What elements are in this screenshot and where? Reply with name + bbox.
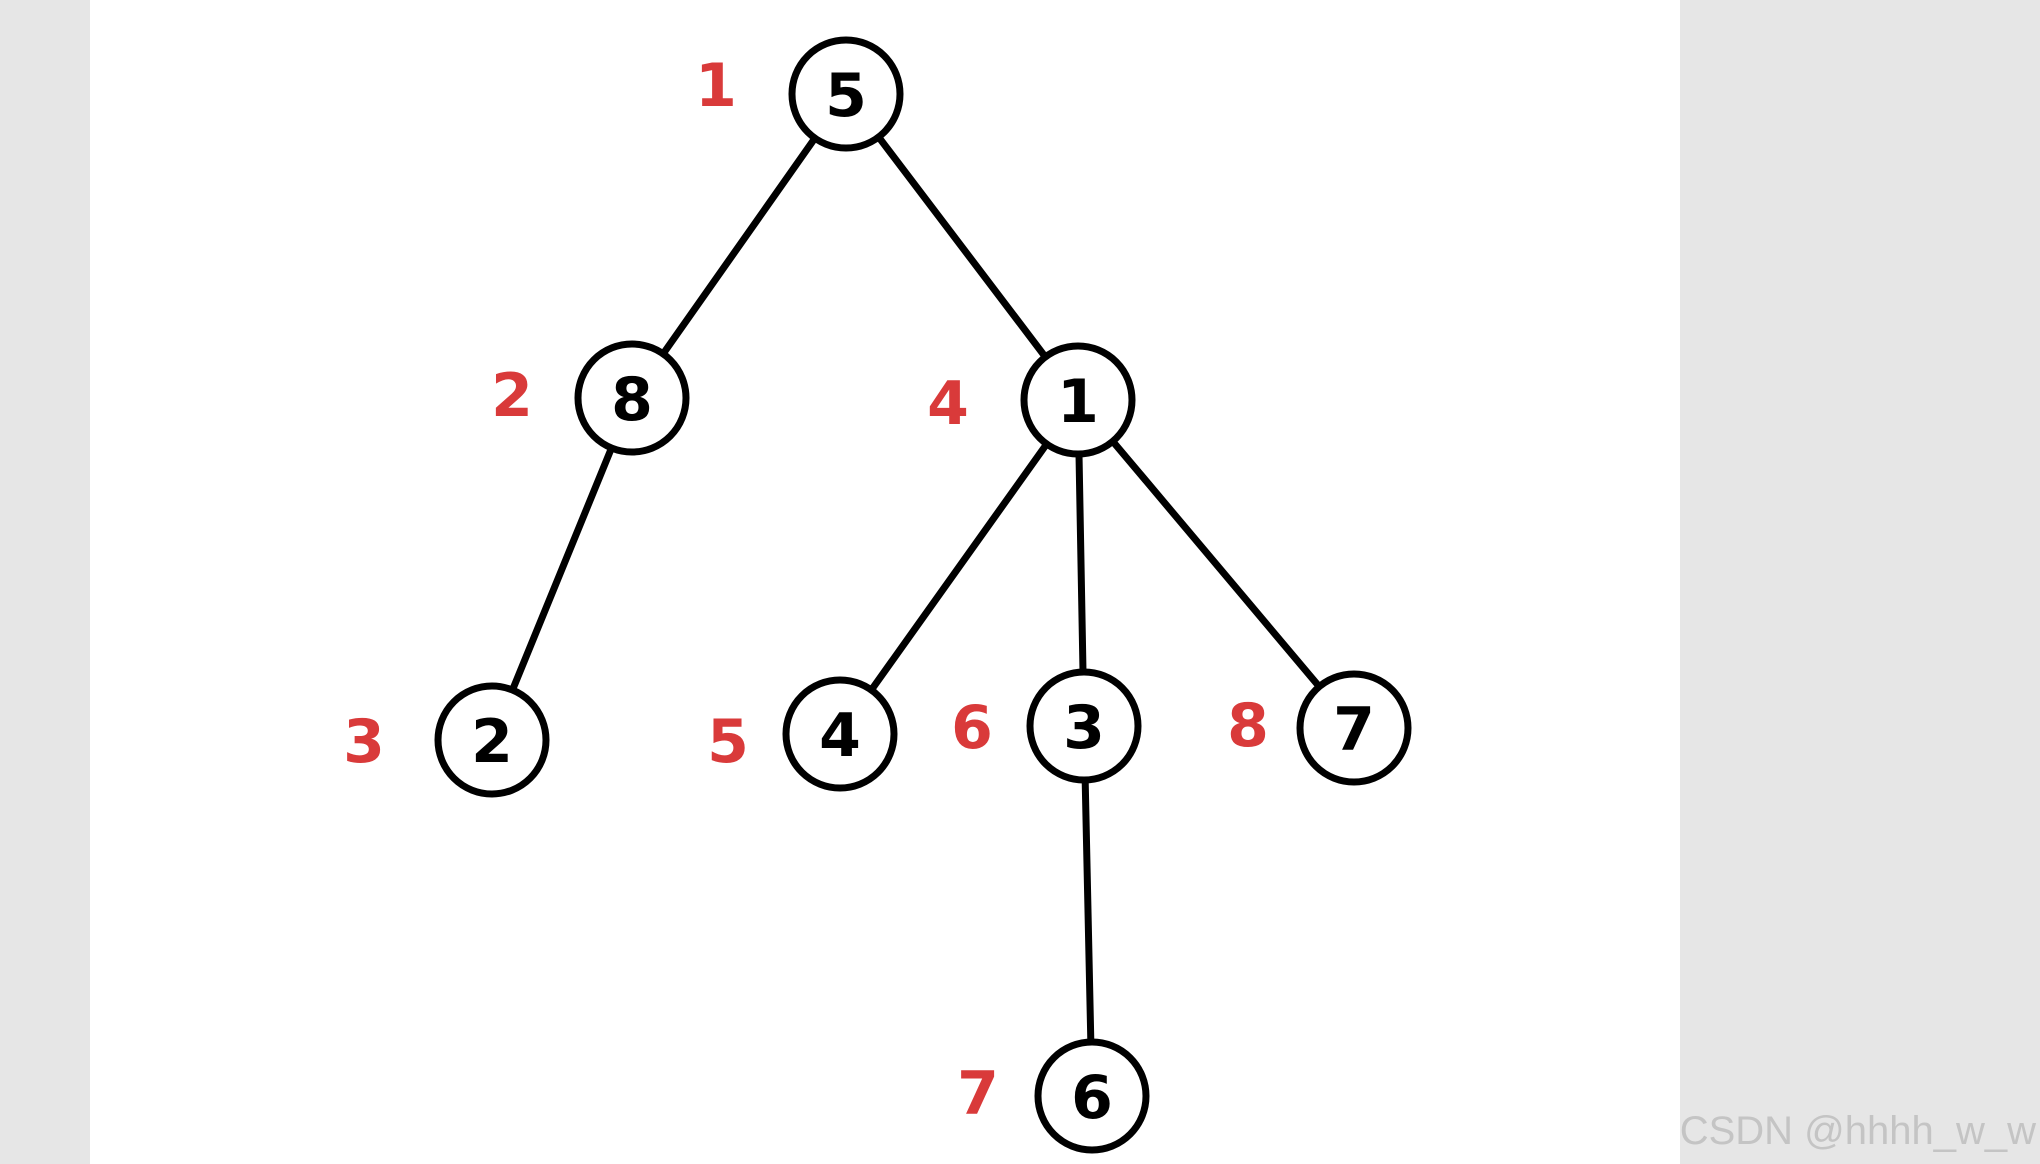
- node-value: 7: [1333, 695, 1375, 765]
- order-label-3: 3: [343, 707, 385, 777]
- tree-node-3: 3: [1026, 668, 1142, 784]
- node-value: 4: [819, 701, 861, 771]
- edge-n1-n4: [867, 440, 1051, 694]
- node-circle: [1020, 342, 1136, 458]
- order-label-4: 4: [927, 369, 969, 439]
- node-circle: [782, 676, 898, 792]
- edge-n8-n2: [508, 444, 616, 694]
- order-label-8: 8: [1227, 691, 1269, 761]
- node-value: 1: [1057, 367, 1099, 437]
- node-value: 2: [471, 707, 513, 777]
- order-label-1: 1: [695, 51, 737, 121]
- document-page: [90, 0, 1680, 1164]
- order-label-5: 5: [707, 707, 749, 777]
- node-circle: [434, 682, 550, 798]
- edge-n3-n6: [1081, 776, 1095, 1046]
- tree-node-6: 6: [1034, 1038, 1150, 1154]
- edge-n1-n7: [1109, 437, 1323, 691]
- watermark: CSDN @hhhh_w_w: [1679, 1109, 2036, 1153]
- node-value: 3: [1063, 693, 1105, 763]
- node-circle: [1026, 668, 1142, 784]
- order-label-2: 2: [491, 361, 533, 431]
- node-value: 8: [611, 365, 653, 435]
- tree-node-7: 7: [1296, 670, 1412, 786]
- tree-node-4: 4: [782, 676, 898, 792]
- order-label-7: 7: [957, 1059, 999, 1129]
- tree-node-8: 8: [574, 340, 690, 456]
- node-circle: [788, 36, 904, 152]
- node-value: 6: [1071, 1063, 1113, 1133]
- edge-n1-n3: [1075, 450, 1087, 676]
- edge-layer: [508, 133, 1323, 1046]
- tree-node-5: 5: [788, 36, 904, 152]
- node-value: 5: [825, 61, 867, 131]
- node-circle: [1296, 670, 1412, 786]
- node-circle: [1034, 1038, 1150, 1154]
- tree-node-2: 2: [434, 682, 550, 798]
- edge-n5-n1: [875, 133, 1049, 361]
- edge-n5-n8: [659, 134, 819, 358]
- node-circle: [574, 340, 690, 456]
- order-label-6: 6: [951, 693, 993, 763]
- tree-node-1: 1: [1020, 342, 1136, 458]
